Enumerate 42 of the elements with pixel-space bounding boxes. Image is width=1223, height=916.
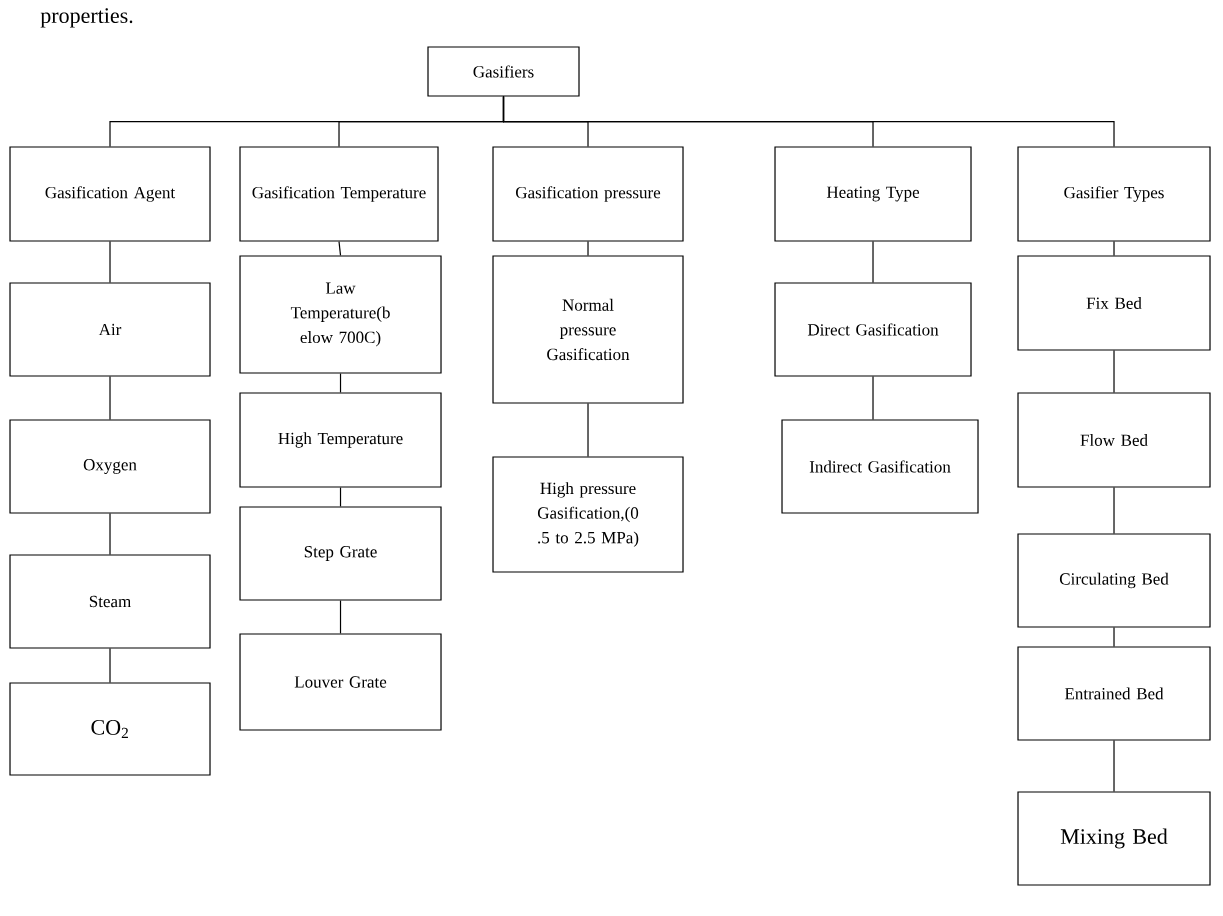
tree-box: Normal pressure Gasification bbox=[492, 255, 684, 404]
connector-line bbox=[1113, 350, 1115, 393]
tree-box: Direct Gasification bbox=[774, 282, 972, 377]
connector-line bbox=[339, 373, 342, 393]
connector-line bbox=[339, 600, 342, 634]
tree-box: Louver Grate bbox=[239, 633, 442, 731]
tree-box: Flow Bed bbox=[1017, 392, 1211, 488]
tree-box: High Temperature bbox=[239, 392, 442, 488]
tree-box: CO$_{2}$ bbox=[9, 682, 211, 776]
connector-line bbox=[587, 241, 589, 256]
tree-box: Law Temperature(b elow 700C) bbox=[239, 255, 442, 374]
tree-box: Gasifiers bbox=[427, 46, 580, 97]
connector-line bbox=[338, 241, 342, 256]
tree-box: Gasification Agent bbox=[9, 146, 211, 242]
tree-box: Entrained Bed bbox=[1017, 646, 1211, 741]
tree-box: Gasification pressure bbox=[492, 146, 684, 242]
connector-line bbox=[587, 403, 589, 457]
connector-line bbox=[872, 376, 874, 420]
tree-box: Step Grate bbox=[239, 506, 442, 601]
connector-line bbox=[502, 96, 1115, 147]
connector-line bbox=[109, 513, 111, 555]
tree-box: High pressure Gasification,(0 .5 to 2.5 MPa) bbox=[492, 456, 684, 573]
connector-line bbox=[1113, 487, 1115, 534]
tree-box: Circulating Bed bbox=[1017, 533, 1211, 628]
tree-box: Fix Bed bbox=[1017, 255, 1211, 351]
connector-line bbox=[1113, 241, 1115, 256]
connector-line bbox=[872, 241, 874, 283]
tree-box: Heating Type bbox=[774, 146, 972, 242]
tree-box: Steam bbox=[9, 554, 211, 649]
tree-box: Indirect Gasification bbox=[781, 419, 979, 514]
connector-line bbox=[109, 648, 111, 683]
tree-box: Oxygen bbox=[9, 419, 211, 514]
tree-box: Air bbox=[9, 282, 211, 377]
tree-box: Mixing Bed bbox=[1017, 791, 1211, 886]
connector-line bbox=[339, 487, 342, 507]
connector-line bbox=[109, 376, 111, 420]
connector-line bbox=[1113, 740, 1115, 792]
tree-box: Gasifier Types bbox=[1017, 146, 1211, 242]
connector-line bbox=[1113, 627, 1115, 647]
tree-box: Gasification Temperature bbox=[239, 146, 439, 242]
connector-line bbox=[109, 241, 111, 283]
body-text: properties. bbox=[40, 8, 133, 28]
